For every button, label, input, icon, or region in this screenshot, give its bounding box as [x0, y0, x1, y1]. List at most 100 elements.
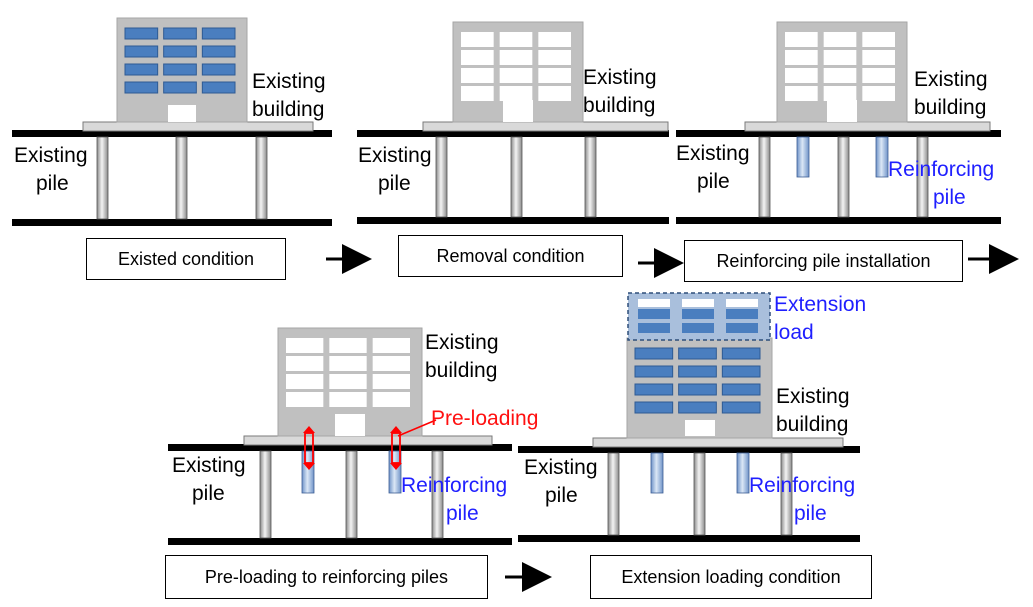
building-window — [461, 68, 494, 83]
building-window — [124, 81, 159, 94]
existing-pile — [175, 136, 188, 220]
building-window — [201, 63, 236, 76]
step-preloading: Pre-loading to reinforcing piles — [165, 555, 488, 599]
existing-pile-label-5a: Existing — [524, 456, 598, 479]
existing-pile-label-3a: Existing — [676, 142, 750, 165]
extension-window — [726, 323, 758, 333]
building-entrance — [168, 105, 196, 122]
extension-window — [638, 309, 670, 319]
building-window — [538, 86, 571, 101]
ground-line — [12, 130, 332, 137]
existing-building-label-1b: building — [252, 98, 325, 121]
building-window — [329, 392, 367, 407]
existing-building-label-1a: Existing — [252, 70, 326, 93]
building-window — [372, 356, 410, 371]
building-window — [499, 50, 533, 65]
building-window — [634, 383, 674, 396]
building-window — [634, 365, 674, 378]
existing-pile-label-2a: Existing — [358, 144, 432, 167]
existing-pile — [837, 136, 850, 218]
building-window — [286, 338, 324, 353]
extension-window — [682, 299, 714, 307]
existing-pile — [693, 452, 706, 536]
building-window — [124, 63, 159, 76]
building-window — [823, 86, 857, 101]
building-window — [201, 27, 236, 40]
building-window — [823, 32, 857, 47]
preload-arrow-head-up — [303, 426, 315, 433]
building-window — [286, 356, 324, 371]
building-window — [499, 86, 533, 101]
building-window — [372, 374, 410, 389]
building-entrance — [503, 100, 533, 122]
existing-pile — [96, 136, 109, 220]
existing-pile — [431, 450, 444, 539]
extension-load-label-b: load — [774, 321, 814, 344]
building-window — [862, 50, 895, 65]
reinforcing-pile — [796, 136, 810, 178]
building-window — [862, 68, 895, 83]
building-window — [634, 347, 674, 360]
existing-pile-label-1b: pile — [36, 172, 69, 195]
building-window — [538, 32, 571, 47]
extension-window — [638, 323, 670, 333]
building-entrance — [827, 100, 857, 122]
building-window — [499, 68, 533, 83]
reinforcing-pile-label-5a: Reinforcing — [749, 474, 856, 497]
building-window — [785, 68, 818, 83]
pile-cap — [744, 121, 991, 132]
pile-cap — [243, 435, 493, 446]
building-window — [499, 32, 533, 47]
extension-load-label-a: Extension — [774, 293, 867, 316]
building-window — [538, 50, 571, 65]
extension-window — [638, 299, 670, 307]
building-window — [721, 383, 761, 396]
building-window — [124, 45, 159, 58]
building-window — [461, 50, 494, 65]
reinforcing-pile-label-3a: Reinforcing — [888, 158, 995, 181]
building-window — [678, 365, 717, 378]
building-window — [678, 347, 717, 360]
pre-loading-label: Pre-loading — [431, 407, 539, 430]
existing-building-label-2b: building — [583, 94, 656, 117]
reinforcing-pile — [650, 452, 664, 494]
building-window — [785, 50, 818, 65]
building-window — [163, 81, 197, 94]
ground-line — [676, 130, 1001, 137]
building-window — [721, 347, 761, 360]
reinforcing-pile-label-3b: pile — [933, 186, 966, 209]
building-window — [461, 32, 494, 47]
pile-cap — [422, 121, 669, 132]
building-window — [461, 86, 494, 101]
existing-pile — [345, 450, 358, 539]
extension-window — [726, 299, 758, 307]
building-window — [372, 338, 410, 353]
existing-building-label-2a: Existing — [583, 66, 657, 89]
building-window — [286, 392, 324, 407]
building-window — [721, 401, 761, 414]
scene-4 — [168, 327, 512, 545]
step-removal-condition: Removal condition — [398, 235, 623, 277]
preload-arrow-head-down — [303, 463, 315, 470]
scene-1 — [12, 17, 332, 226]
extension-window — [726, 309, 758, 319]
preload-arrow-head-down — [390, 463, 402, 470]
building-window — [124, 27, 159, 40]
ground-line — [518, 446, 860, 453]
existing-pile — [510, 136, 523, 218]
reinforcing-pile — [875, 136, 889, 178]
building-window — [329, 356, 367, 371]
existing-pile — [259, 450, 272, 539]
step-existed-condition: Existed condition — [86, 238, 286, 280]
preload-arrow-head-up — [390, 426, 402, 433]
scene-5 — [518, 292, 860, 542]
extension-window — [682, 323, 714, 333]
bearing-layer-line — [518, 535, 860, 542]
bearing-layer-line — [357, 217, 669, 224]
building-window — [862, 86, 895, 101]
building-window — [862, 32, 895, 47]
existing-building-label-4a: Existing — [425, 331, 499, 354]
existing-pile — [780, 452, 793, 536]
bearing-layer-line — [168, 538, 512, 545]
